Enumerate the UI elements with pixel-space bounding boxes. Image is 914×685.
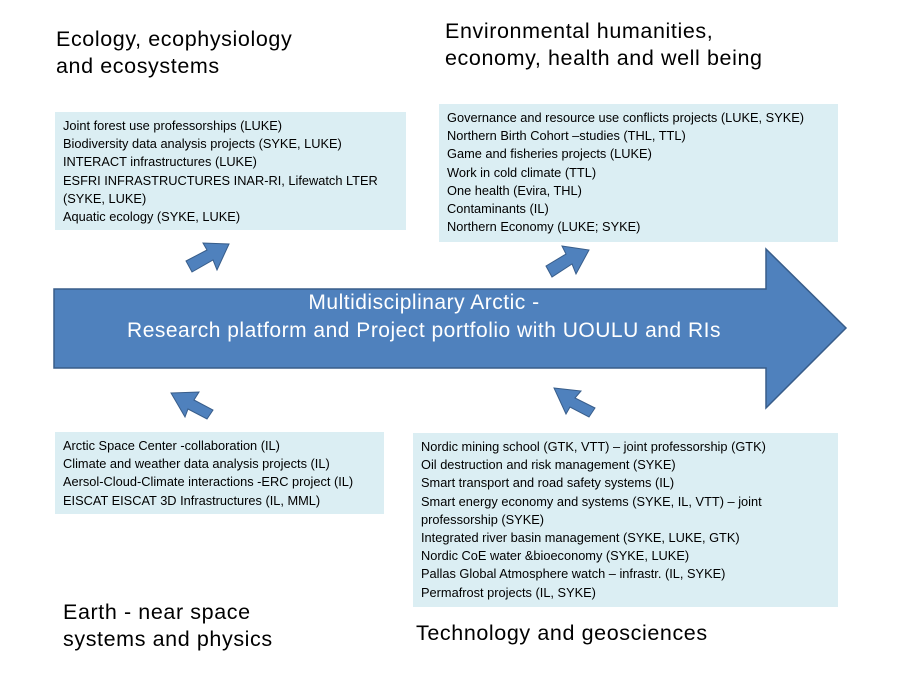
list-item: Smart energy economy and systems (SYKE, … bbox=[421, 493, 762, 527]
box-ecology: Joint forest use professorships (LUKE) B… bbox=[55, 112, 406, 230]
list-item: Game and fisheries projects (LUKE) bbox=[447, 146, 652, 162]
connector-arrow-bottom-right bbox=[553, 387, 596, 418]
list-item: EISCAT EISCAT 3D Infrastructures (IL, MM… bbox=[63, 492, 321, 508]
list-item: Nordic mining school (GTK, VTT) – joint … bbox=[421, 439, 766, 454]
heading-environmental-humanities: Environmental humanities, economy, healt… bbox=[445, 18, 763, 72]
list-item: Oil destruction and risk management (SYK… bbox=[421, 457, 676, 473]
list-item: Aquatic ecology (SYKE, LUKE) bbox=[63, 209, 241, 225]
list-ecology: Joint forest use professorships (LUKE) B… bbox=[63, 117, 398, 226]
list-item: Work in cold climate (TTL) bbox=[447, 164, 597, 180]
list-item: Joint forest use professorships (LUKE) bbox=[63, 118, 283, 133]
heading-line: and ecosystems bbox=[56, 54, 220, 78]
list-item: Aersol-Cloud-Climate interactions -ERC p… bbox=[63, 474, 354, 490]
heading-ecology: Ecology, ecophysiology and ecosystems bbox=[56, 26, 292, 80]
list-item: Nordic CoE water &bioeconomy (SYKE, LUKE… bbox=[421, 548, 690, 564]
box-technology-geosciences: Nordic mining school (GTK, VTT) – joint … bbox=[413, 433, 838, 607]
connector-arrow-bottom-left bbox=[170, 391, 214, 420]
list-item: Northern Birth Cohort –studies (THL, TTL… bbox=[447, 128, 686, 144]
list-item: Northern Economy (LUKE; SYKE) bbox=[447, 219, 641, 235]
list-item: Permafrost projects (IL, SYKE) bbox=[421, 584, 596, 600]
heading-earth-space: Earth - near space systems and physics bbox=[63, 599, 273, 653]
heading-line: economy, health and well being bbox=[445, 46, 763, 70]
box-environmental-humanities: Governance and resource use conflicts pr… bbox=[439, 104, 838, 242]
connector-arrow-top-right bbox=[545, 245, 590, 278]
heading-line: Environmental humanities, bbox=[445, 19, 714, 43]
heading-line: Ecology, ecophysiology bbox=[56, 27, 293, 51]
list-environmental-humanities: Governance and resource use conflicts pr… bbox=[447, 109, 830, 236]
list-earth-space: Arctic Space Center -collaboration (IL) … bbox=[63, 437, 376, 510]
heading-technology-geosciences: Technology and geosciences bbox=[416, 620, 708, 647]
heading-line: Earth - near space bbox=[63, 600, 251, 624]
list-item: Governance and resource use conflicts pr… bbox=[447, 110, 805, 125]
list-item: One health (Evira, THL) bbox=[447, 182, 582, 198]
list-item: Arctic Space Center -collaboration (IL) bbox=[63, 438, 280, 453]
central-arrow-line-2: Research platform and Project portfolio … bbox=[127, 319, 721, 342]
central-arrow bbox=[53, 247, 848, 410]
central-arrow-label: Multidisciplinary Arctic - Research plat… bbox=[54, 289, 794, 345]
list-item: Contaminants (IL) bbox=[447, 201, 549, 217]
list-item: Pallas Global Atmosphere watch – infrast… bbox=[421, 566, 726, 582]
central-arrow-line-1: Multidisciplinary Arctic - bbox=[308, 291, 540, 314]
list-item: INTERACT infrastructures (LUKE) bbox=[63, 154, 257, 170]
list-item: Smart transport and road safety systems … bbox=[421, 475, 675, 491]
list-item: Climate and weather data analysis projec… bbox=[63, 456, 330, 472]
box-earth-space: Arctic Space Center -collaboration (IL) … bbox=[55, 432, 384, 514]
list-item: ESFRI INFRASTRUCTURES INAR-RI, Lifewatch… bbox=[63, 172, 378, 206]
connector-arrow-top-left bbox=[185, 242, 230, 273]
heading-line: systems and physics bbox=[63, 627, 273, 651]
list-item: Integrated river basin management (SYKE,… bbox=[421, 530, 740, 546]
heading-line: Technology and geosciences bbox=[416, 621, 708, 645]
list-item: Biodiversity data analysis projects (SYK… bbox=[63, 136, 342, 152]
list-technology-geosciences: Nordic mining school (GTK, VTT) – joint … bbox=[421, 438, 830, 602]
